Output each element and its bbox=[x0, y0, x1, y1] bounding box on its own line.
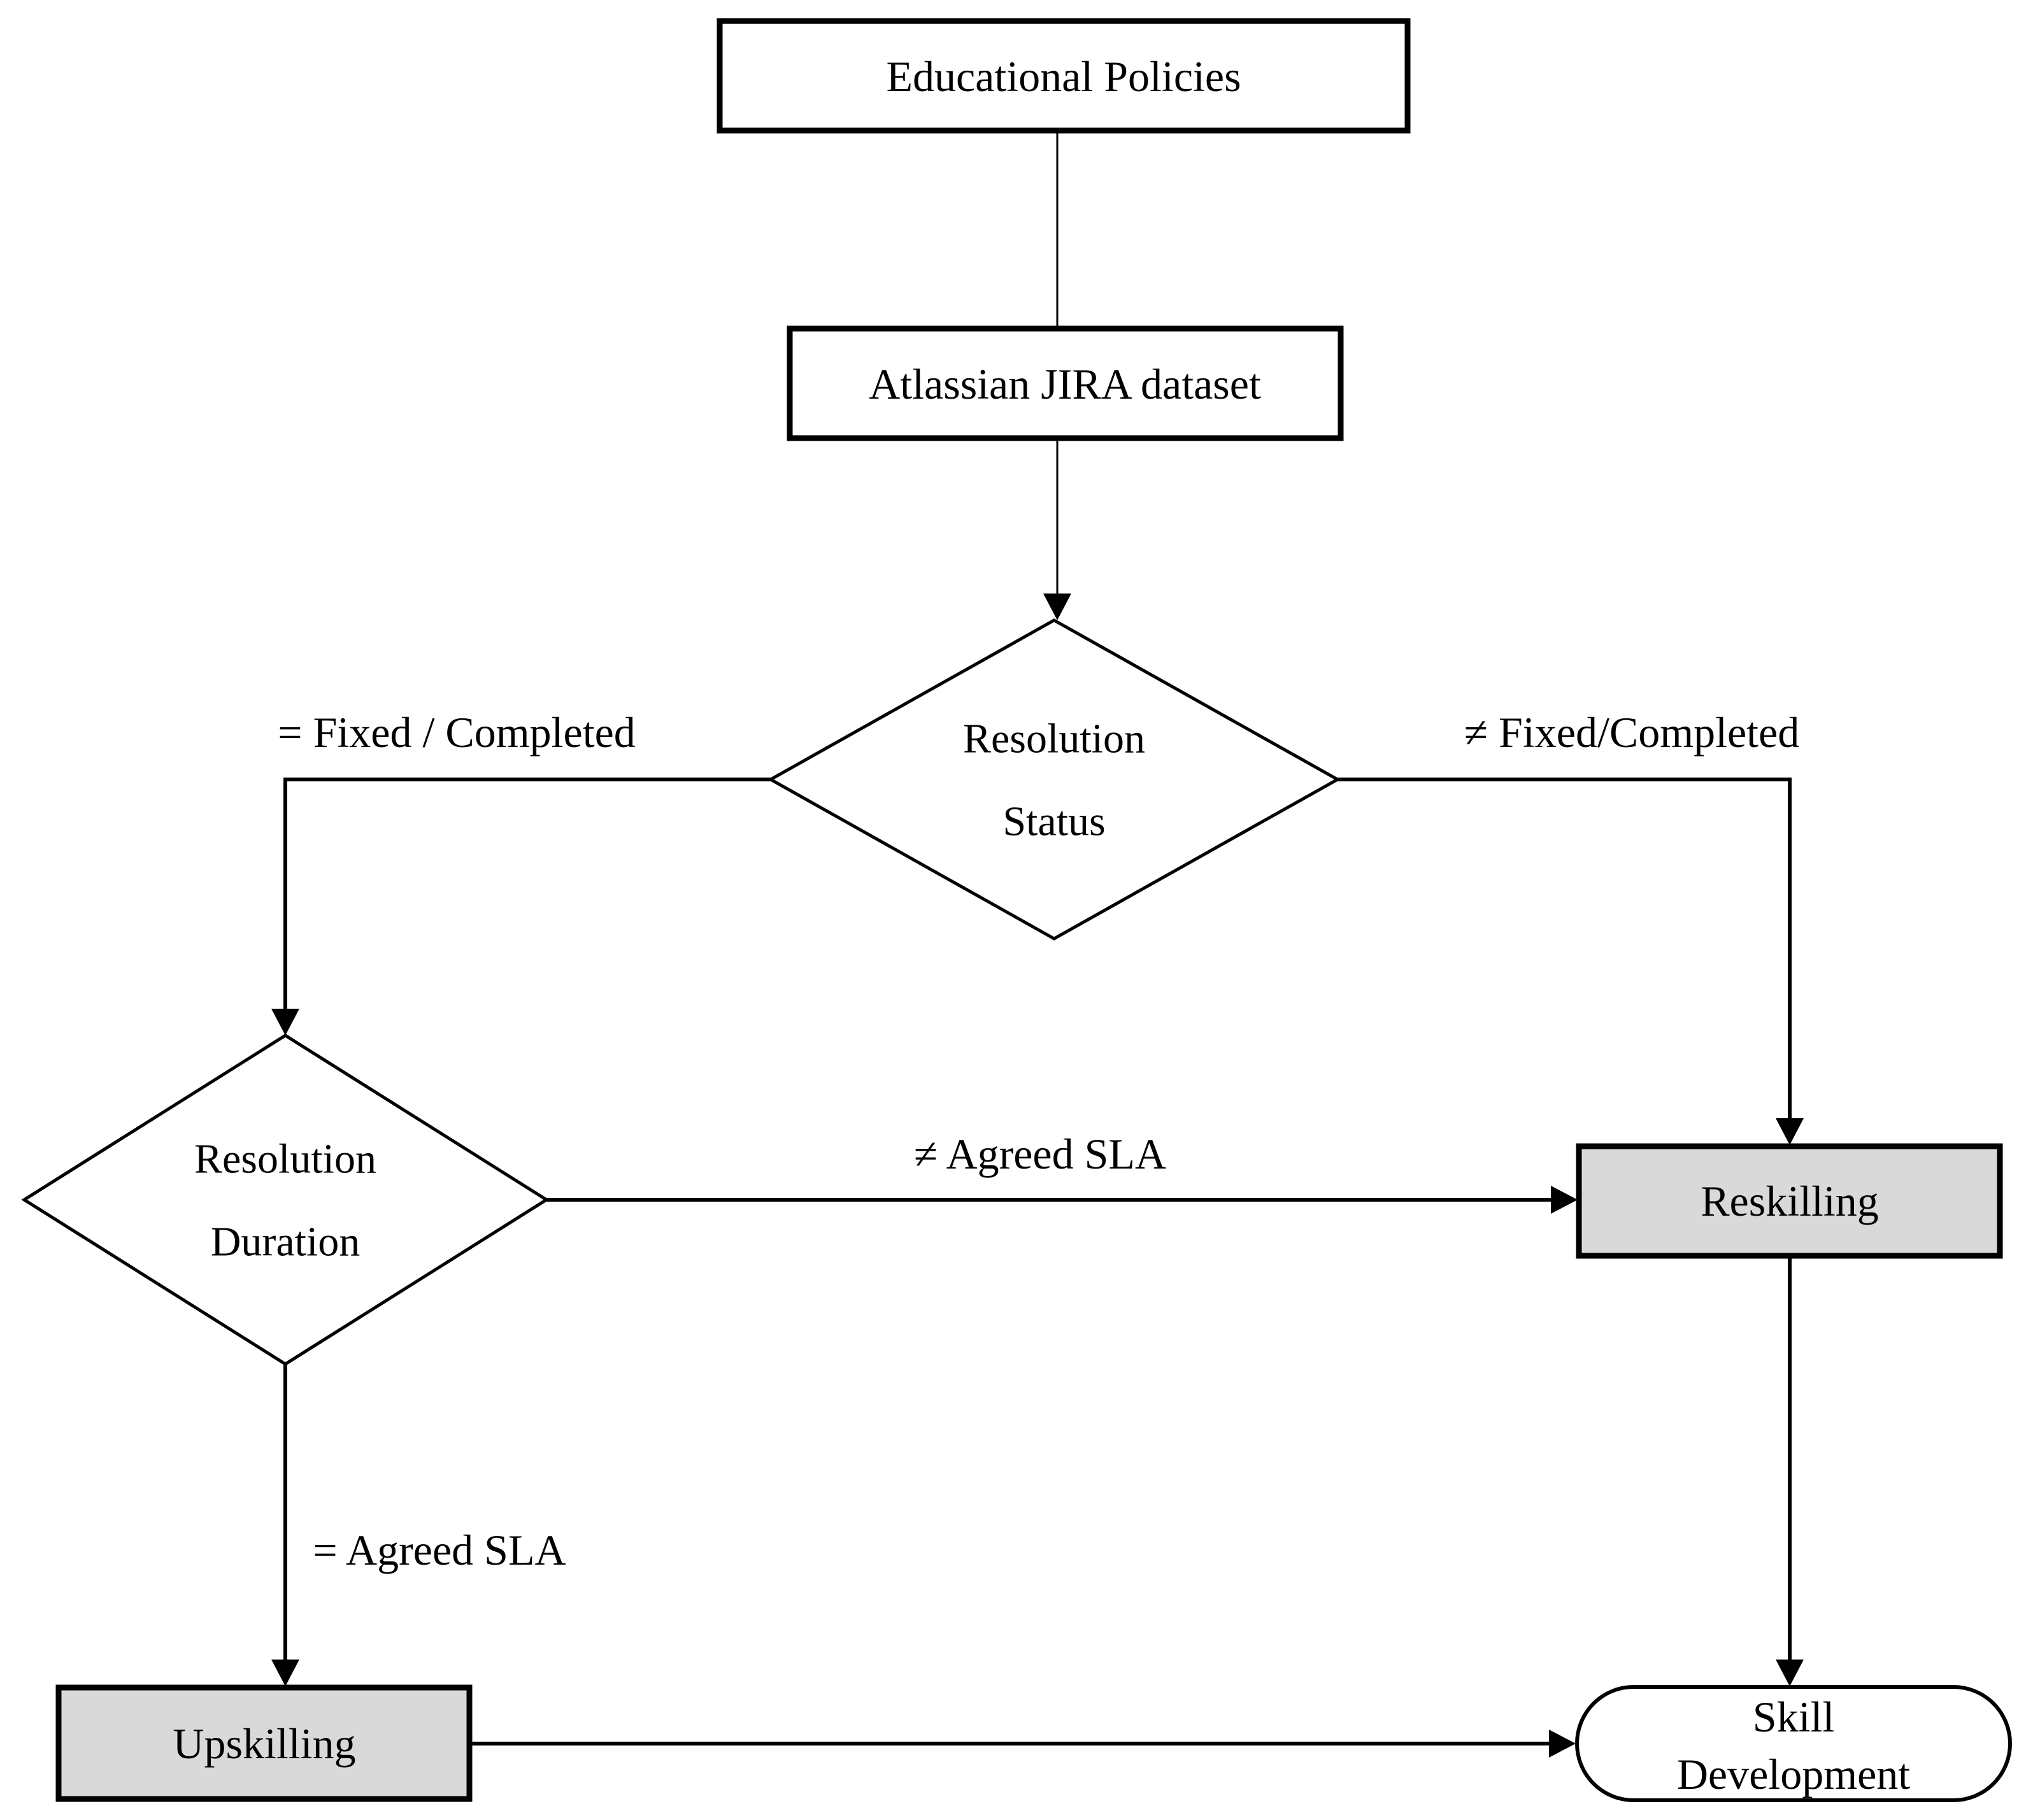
educational-policies-box bbox=[717, 18, 1411, 134]
edges bbox=[271, 131, 1804, 1758]
arrowhead-into-resolution-status bbox=[1043, 594, 1071, 620]
resolution-duration-label-line1: Resolution bbox=[194, 1136, 376, 1183]
resolution-status-diamond bbox=[767, 618, 1341, 941]
resolution-status-label-line1: Resolution bbox=[963, 716, 1145, 762]
edge-labels: = Fixed / Completed ≠ Fixed/Completed ≠ … bbox=[278, 708, 1799, 1574]
node-resolution-status: Resolution Status bbox=[767, 618, 1341, 941]
educational-policies-label: Educational Policies bbox=[886, 52, 1241, 101]
atlassian-jira-dataset-label: Atlassian JIRA dataset bbox=[869, 360, 1261, 408]
node-reskilling: Reskilling bbox=[1576, 1143, 2003, 1259]
node-upskilling: Upskilling bbox=[55, 1684, 473, 1802]
edge-label-fixed-completed-equals: = Fixed / Completed bbox=[278, 708, 636, 757]
atlassian-jira-dataset-box bbox=[787, 325, 1344, 441]
node-educational-policies: Educational Policies bbox=[717, 18, 1411, 134]
arrowhead-into-upskilling bbox=[271, 1660, 299, 1686]
resolution-duration-label-line2: Duration bbox=[211, 1219, 360, 1265]
resolution-duration-diamond bbox=[21, 1034, 550, 1366]
node-resolution-duration: Resolution Duration bbox=[21, 1034, 550, 1366]
skill-development-label-line2: Development bbox=[1677, 1750, 1910, 1798]
skill-development-label-line1: Skill bbox=[1753, 1693, 1835, 1741]
arrowhead-into-reskilling-top bbox=[1776, 1118, 1804, 1145]
edge-label-fixed-completed-not-equals: ≠ Fixed/Completed bbox=[1464, 708, 1800, 757]
upskilling-label: Upskilling bbox=[173, 1719, 355, 1768]
arrowhead-into-reskilling-left bbox=[1551, 1186, 1578, 1214]
skill-development-stadium bbox=[1575, 1685, 2012, 1802]
resolution-status-label-line2: Status bbox=[1002, 799, 1105, 845]
node-atlassian-jira-dataset: Atlassian JIRA dataset bbox=[787, 325, 1344, 441]
edge-status-to-reskilling bbox=[1338, 778, 1792, 1120]
edge-label-agreed-sla-not-equals: ≠ Agreed SLA bbox=[914, 1130, 1166, 1178]
arrowhead-into-resolution-duration bbox=[271, 1009, 299, 1035]
edge-status-to-duration bbox=[283, 778, 771, 1010]
arrowhead-into-skilldev-left bbox=[1549, 1730, 1576, 1758]
reskilling-box bbox=[1576, 1143, 2003, 1259]
edge-label-agreed-sla-equals: = Agreed SLA bbox=[313, 1526, 566, 1574]
reskilling-label: Reskilling bbox=[1701, 1177, 1879, 1225]
arrowhead-into-skilldev-top bbox=[1776, 1660, 1804, 1686]
upskilling-box bbox=[55, 1684, 473, 1802]
node-skill-development: Skill Development bbox=[1575, 1685, 2012, 1802]
